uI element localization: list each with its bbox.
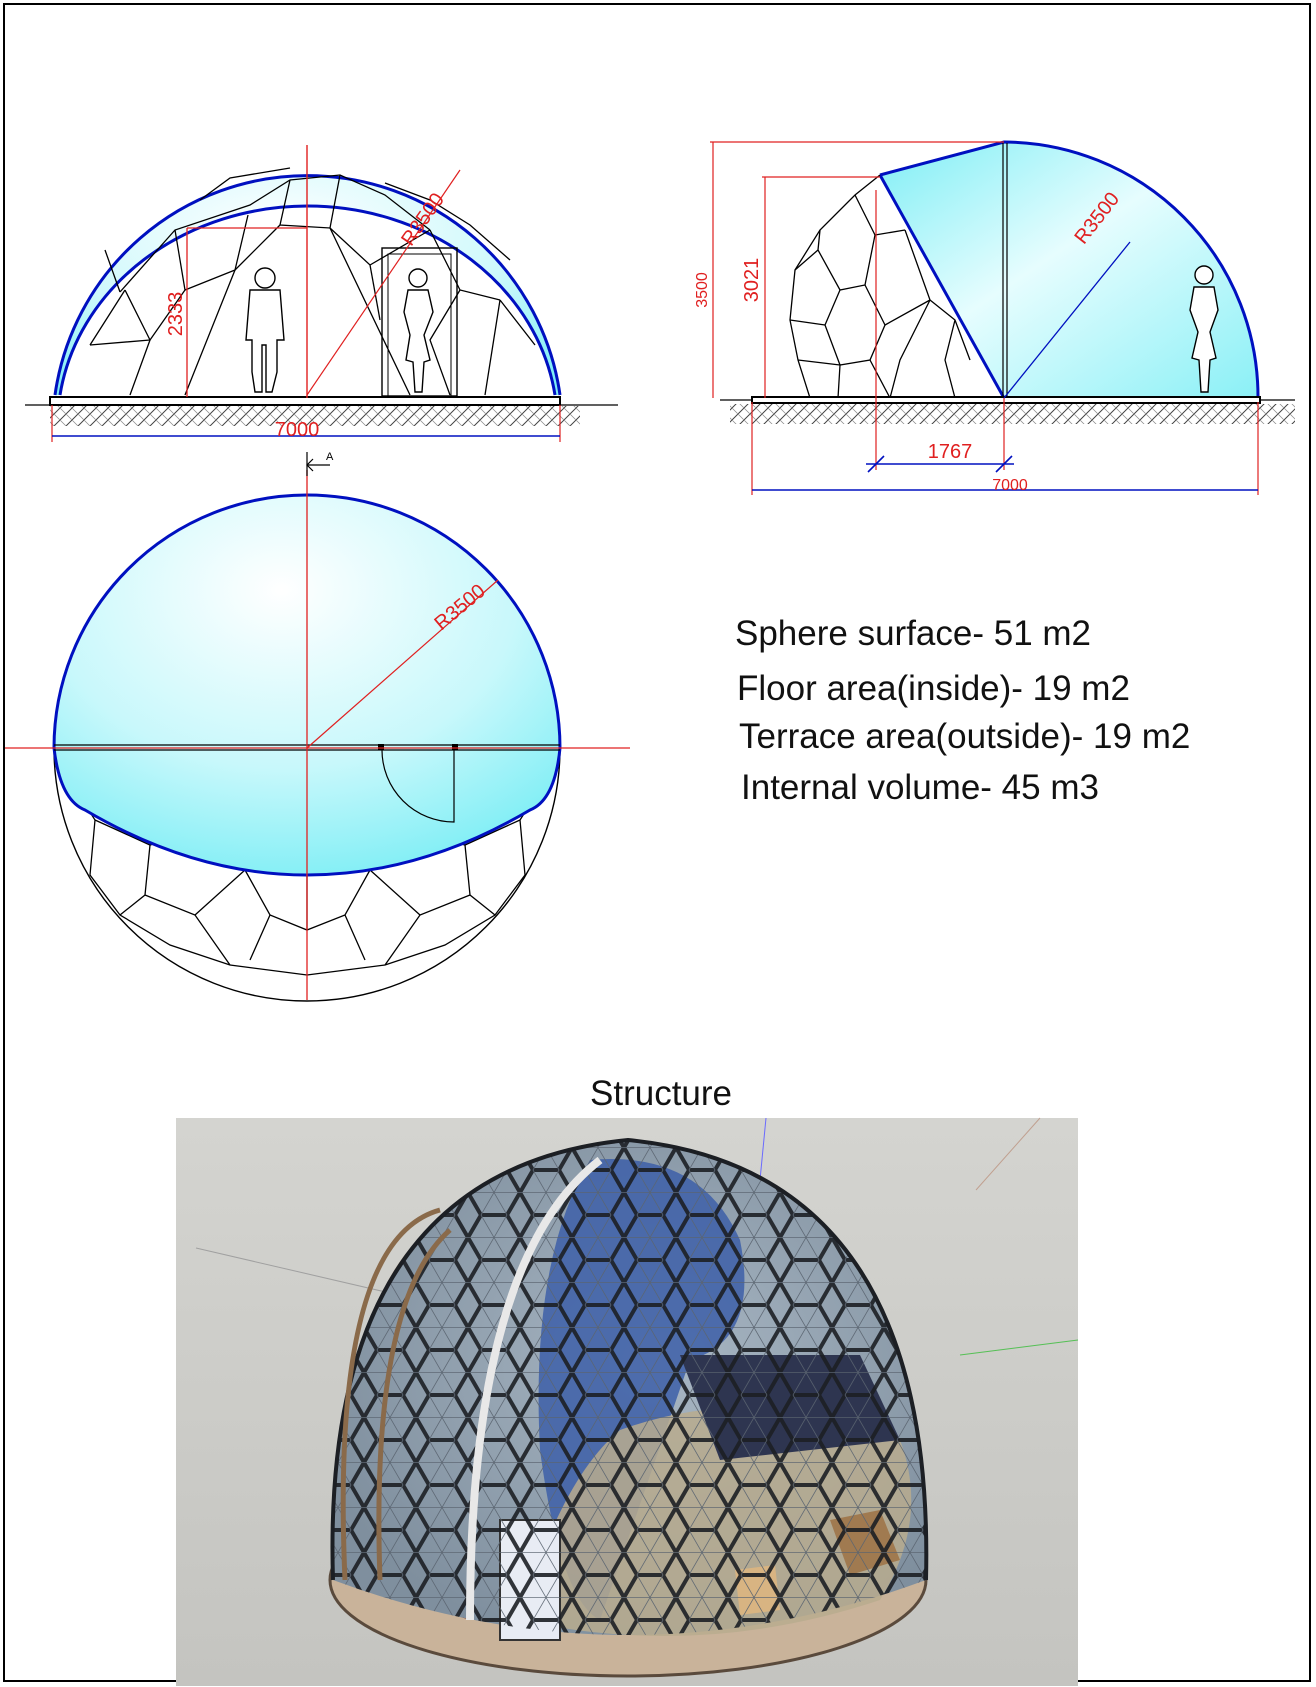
side-offset-dim: 1767 [928,441,973,463]
spec-internal-volume: Internal volume- 45 m3 [741,768,1099,807]
side-total-height-dim: 3500 [694,272,711,308]
spec-floor-area: Floor area(inside)- 19 m2 [737,669,1130,708]
front-elevation [25,145,618,442]
side-width-dim: 7000 [992,477,1028,494]
side-shell-height-dim: 3021 [741,258,763,303]
plan-view [5,452,630,1002]
front-door-height-dim: 2333 [165,292,187,337]
render-caption: Structure [590,1074,732,1113]
spec-terrace-area: Terrace area(outside)- 19 m2 [739,717,1191,756]
side-elevation [710,140,1295,495]
section-mark: A [326,451,334,463]
spec-sphere-surface: Sphere surface- 51 m2 [735,614,1092,653]
front-width-dim: 7000 [275,419,320,441]
structure-render [176,1117,1079,1686]
